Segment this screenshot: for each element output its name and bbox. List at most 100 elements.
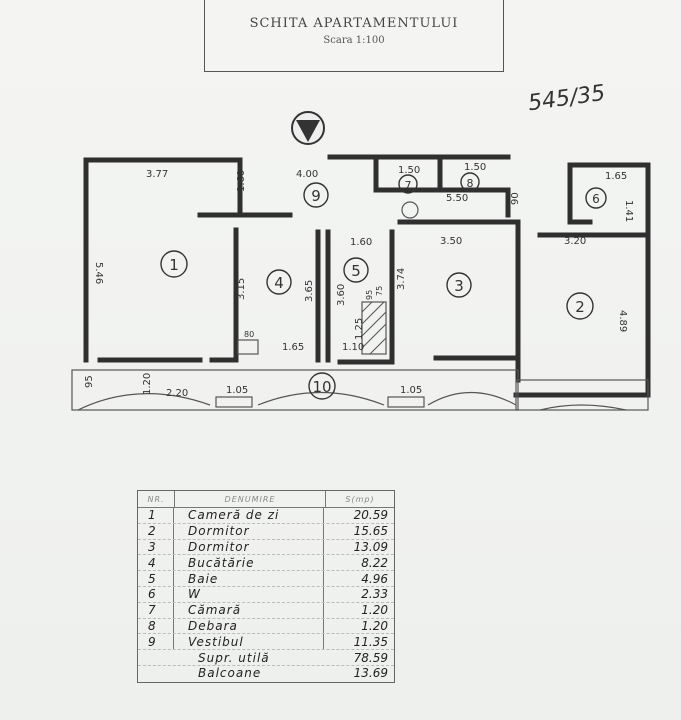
dim-75: 75 <box>375 286 384 296</box>
summary-area: 78.59 <box>353 650 388 665</box>
table-row-useful-area: Supr. utilă 78.59 <box>138 650 394 666</box>
row-nr: 7 <box>138 602 174 618</box>
row-nr: 5 <box>138 571 174 586</box>
dim-550: 5.50 <box>446 193 468 204</box>
row-area: 1.20 <box>361 618 388 633</box>
dim-165-bottom: 1.65 <box>282 342 304 353</box>
row-name: Vestibul <box>174 634 324 650</box>
dim-141: 1.41 <box>623 200 634 222</box>
room-area-table: NR. DENUMIRE S(mp) 1 Cameră de zi 20.59 … <box>137 490 395 683</box>
row-nr-empty <box>138 650 174 665</box>
table-row: 4 Bucătărie 8.22 <box>138 555 394 572</box>
row-area: 4.96 <box>361 571 388 586</box>
header-nr: NR. <box>138 491 175 507</box>
dim-95: 95 <box>365 290 374 300</box>
dim-150b: 1.50 <box>464 162 486 173</box>
table-body: 1 Cameră de zi 20.59 2 Dormitor 15.65 3 … <box>138 508 394 681</box>
door-arc-4 <box>539 404 627 411</box>
row-name: Cameră de zi <box>174 508 324 523</box>
table-row: 8 Debara 1.20 <box>138 618 394 635</box>
room-number-10: 10 <box>312 378 331 396</box>
summary-name: Supr. utilă <box>198 650 270 665</box>
title-box: SCHITA APARTAMENTULUI Scara 1:100 <box>204 0 504 72</box>
room-number-3: 3 <box>454 277 464 295</box>
dim-350: 3.50 <box>440 236 462 247</box>
room-number-6: 6 <box>592 192 600 206</box>
dim-400: 4.00 <box>296 169 318 180</box>
row-area: 2.33 <box>361 587 388 602</box>
sheet-scale: Scara 1:100 <box>323 35 385 46</box>
row-nr: 6 <box>138 586 174 602</box>
room-number-1: 1 <box>169 256 179 274</box>
dim-110: 1.10 <box>342 342 364 353</box>
table-header: NR. DENUMIRE S(mp) <box>138 491 394 508</box>
wall-right-top <box>567 162 651 398</box>
table-row: 3 Dormitor 13.09 <box>138 539 394 556</box>
dim-220: 2.20 <box>166 388 188 399</box>
summary-area: 13.69 <box>353 666 388 681</box>
kitchen-hatch <box>237 339 259 355</box>
row-name: Bucătărie <box>174 555 324 571</box>
balcony-right <box>515 379 649 411</box>
row-name: Baie <box>174 571 324 586</box>
table-row: 9 Vestibul 11.35 <box>138 634 394 651</box>
header-denumire: DENUMIRE <box>175 491 326 507</box>
row-area: 20.59 <box>353 508 388 523</box>
dim-546: 5.46 <box>93 262 104 284</box>
dim-95-balcony: 95 <box>84 375 95 388</box>
north-arrow-icon <box>291 111 325 145</box>
dim-360: 3.60 <box>336 284 347 306</box>
row-area: 8.22 <box>361 555 388 570</box>
dim-365: 3.65 <box>304 280 315 302</box>
bath-hatch <box>361 301 387 355</box>
room-number-9: 9 <box>311 187 321 205</box>
dim-80: 80 <box>244 330 254 339</box>
room-number-8: 8 <box>467 177 474 190</box>
row-area: 13.09 <box>353 539 388 554</box>
row-name: Debara <box>174 618 324 634</box>
row-nr: 4 <box>138 555 174 571</box>
row-name: Dormitor <box>174 539 324 555</box>
row-nr: 8 <box>138 618 174 634</box>
table-row: 2 Dormitor 15.65 <box>138 523 394 540</box>
table-row: 5 Baie 4.96 <box>138 571 394 587</box>
row-nr: 3 <box>138 539 174 555</box>
balcony-outline <box>71 369 519 411</box>
window-2 <box>387 396 425 408</box>
light-fixture <box>401 201 419 219</box>
table-row: 7 Cămară 1.20 <box>138 602 394 619</box>
table-row: 1 Cameră de zi 20.59 <box>138 508 394 524</box>
dim-105b: 1.05 <box>400 385 422 396</box>
room-number-7: 7 <box>405 179 412 192</box>
floor-plan-drawing: 1 2 3 4 5 6 7 8 9 10 3.77 4.00 1.50 1.50… <box>71 111 651 411</box>
row-nr: 9 <box>138 634 174 650</box>
room-number-4: 4 <box>274 274 284 292</box>
door-arc-2 <box>257 391 385 406</box>
dim-90: 90 <box>510 192 521 205</box>
row-area: 1.20 <box>361 603 388 618</box>
door-arc-1 <box>77 393 211 411</box>
row-name: Dormitor <box>174 523 324 539</box>
row-nr: 2 <box>138 523 174 539</box>
window-1 <box>215 396 253 408</box>
table-row-balconies: Balcoane 13.69 <box>138 666 394 681</box>
dim-160-horizontal: 1.60 <box>350 237 372 248</box>
dim-150a: 1.50 <box>398 165 420 176</box>
dim-165-top: 1.65 <box>605 171 627 182</box>
row-name: W <box>174 586 324 602</box>
dim-377: 3.77 <box>146 169 168 180</box>
dim-374: 3.74 <box>396 268 407 290</box>
sheet-title: SCHITA APARTAMENTULUI <box>249 16 459 31</box>
row-area: 11.35 <box>353 634 388 649</box>
header-area: S(mp) <box>345 494 375 504</box>
room-number-5: 5 <box>351 262 361 280</box>
dim-125: 1.25 <box>354 318 365 340</box>
room-number-2: 2 <box>575 298 585 316</box>
row-nr: 1 <box>138 508 174 523</box>
dim-160-vertical: 1.60 <box>236 170 247 192</box>
summary-name: Balcoane <box>198 666 262 681</box>
row-area: 15.65 <box>353 524 388 539</box>
dim-320: 3.20 <box>564 236 586 247</box>
door-arc-3 <box>427 391 517 406</box>
